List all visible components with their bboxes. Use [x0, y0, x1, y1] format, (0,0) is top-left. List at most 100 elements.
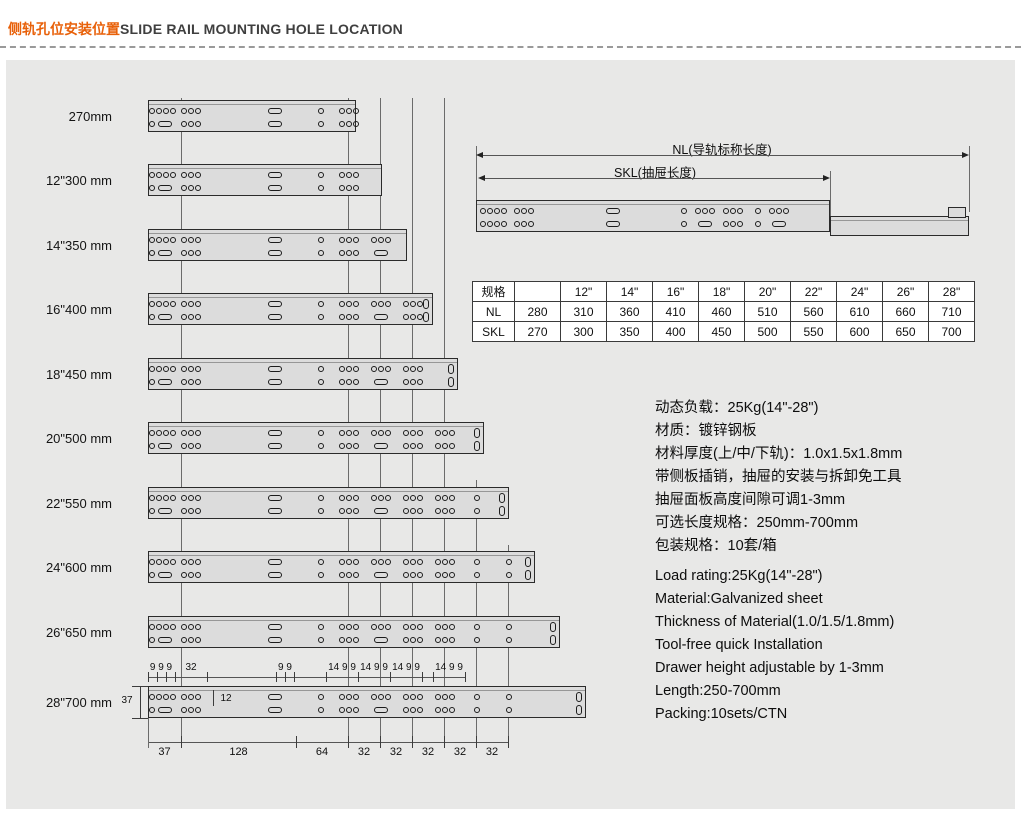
pitch-dim-tick: [433, 672, 434, 682]
mounting-hole: [188, 694, 194, 700]
mounting-hole: [410, 301, 416, 307]
mounting-hole: [156, 495, 162, 501]
mounting-hole: [378, 559, 384, 565]
mounting-hole: [318, 707, 324, 713]
assembly-outer-rail: [476, 200, 830, 232]
mounting-hole: [339, 495, 345, 501]
mounting-slot: [268, 314, 282, 320]
mounting-hole: [181, 121, 187, 127]
mounting-hole: [181, 694, 187, 700]
mounting-hole: [403, 637, 409, 643]
mounting-hole: [385, 694, 391, 700]
dim-chain-tick: [348, 736, 349, 748]
mounting-hole: [385, 495, 391, 501]
mounting-hole: [346, 301, 352, 307]
rail-length-label: 12"300 mm: [45, 173, 112, 188]
mounting-hole: [188, 172, 194, 178]
mounting-hole: [353, 314, 359, 320]
mounting-hole: [181, 707, 187, 713]
dim-chain-label: 128: [229, 746, 248, 758]
mounting-hole: [506, 572, 512, 578]
mounting-hole: [195, 508, 201, 514]
size-table-header-cell: 28": [928, 281, 975, 302]
mounting-hole: [346, 559, 352, 565]
mounting-hole: [514, 221, 520, 227]
mounting-hole: [339, 121, 345, 127]
height-dim-line: [140, 686, 141, 718]
mounting-hole: [149, 379, 155, 385]
mounting-hole: [149, 366, 155, 372]
mounting-hole: [417, 559, 423, 565]
mounting-hole: [339, 624, 345, 630]
mounting-hole: [442, 694, 448, 700]
rail-fold-line: [149, 491, 508, 492]
mounting-hole: [170, 237, 176, 243]
dim-arrow-right: [823, 174, 830, 181]
dim-chain-label: 64: [315, 746, 329, 758]
mounting-slot: [268, 508, 282, 514]
size-table-cell: 660: [882, 301, 929, 322]
size-table-cell: NL: [472, 301, 515, 322]
mounting-hole: [346, 121, 352, 127]
offset-dim-label: 12: [220, 693, 232, 704]
mounting-hole: [318, 108, 324, 114]
mounting-hole: [181, 314, 187, 320]
mounting-hole: [156, 694, 162, 700]
mounting-hole: [435, 624, 441, 630]
mounting-hole: [506, 707, 512, 713]
size-table-cell: 560: [790, 301, 837, 322]
mounting-slot: [158, 121, 172, 127]
spec-line-en: Packing:10sets/CTN: [655, 706, 788, 722]
mounting-vslot: [448, 364, 454, 374]
skl-dim-line: [485, 178, 823, 179]
mounting-hole: [195, 250, 201, 256]
mounting-slot: [268, 559, 282, 565]
pitch-dim-label: 14 9 9: [435, 662, 463, 673]
mounting-hole: [181, 495, 187, 501]
mounting-hole: [195, 121, 201, 127]
mounting-hole: [385, 237, 391, 243]
mounting-hole: [339, 301, 345, 307]
mounting-hole: [723, 221, 729, 227]
mounting-hole: [195, 430, 201, 436]
rail-fold-line: [149, 233, 406, 234]
mounting-hole: [149, 121, 155, 127]
mounting-hole: [417, 624, 423, 630]
mounting-hole: [339, 707, 345, 713]
mounting-hole: [410, 314, 416, 320]
pitch-dim-tick: [358, 672, 359, 682]
offset-dim-tick: [213, 690, 214, 706]
mounting-hole: [371, 559, 377, 565]
mounting-vslot: [499, 506, 505, 516]
mounting-hole: [170, 172, 176, 178]
mounting-slot: [374, 443, 388, 449]
dim-chain-label: 32: [389, 746, 403, 758]
mounting-hole: [339, 108, 345, 114]
mounting-hole: [385, 301, 391, 307]
size-table-cell: 550: [790, 321, 837, 342]
spec-line-cn: 可选长度规格：250mm-700mm: [655, 515, 859, 531]
mounting-hole: [339, 250, 345, 256]
mounting-hole: [149, 301, 155, 307]
mounting-hole: [188, 314, 194, 320]
dim-chain-tick: [476, 736, 477, 748]
mounting-vslot: [448, 377, 454, 387]
mounting-hole: [149, 624, 155, 630]
mounting-hole: [195, 301, 201, 307]
mounting-slot: [698, 221, 712, 227]
mounting-hole: [487, 221, 493, 227]
mounting-hole: [417, 314, 423, 320]
mounting-hole: [378, 237, 384, 243]
mounting-hole: [417, 707, 423, 713]
mounting-hole: [435, 637, 441, 643]
mounting-hole: [318, 495, 324, 501]
mounting-hole: [181, 366, 187, 372]
rail-fold-line: [149, 426, 483, 427]
mounting-hole: [723, 208, 729, 214]
slide-rail: [148, 229, 407, 261]
mounting-hole: [353, 185, 359, 191]
mounting-slot: [606, 208, 620, 214]
mounting-hole: [435, 707, 441, 713]
pitch-dim-tick: [207, 672, 208, 682]
mounting-vslot: [576, 692, 582, 702]
